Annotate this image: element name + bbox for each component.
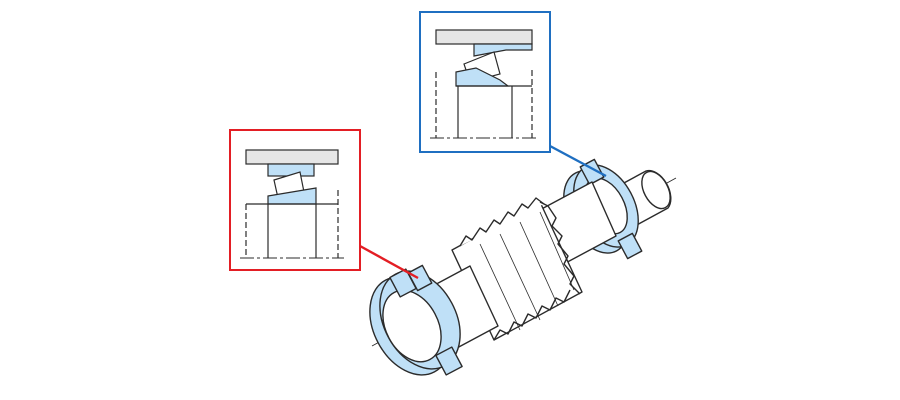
gear-shaft-assembly <box>369 158 677 376</box>
right-detail-box <box>419 11 551 153</box>
tapered-roller-bearing-section-icon <box>430 29 538 139</box>
left-detail-box <box>229 129 361 271</box>
callout-line-left <box>359 244 419 280</box>
callout-line-right <box>549 144 607 178</box>
tapered-roller-bearing-section-icon <box>240 149 344 259</box>
left-bearing <box>369 264 463 376</box>
